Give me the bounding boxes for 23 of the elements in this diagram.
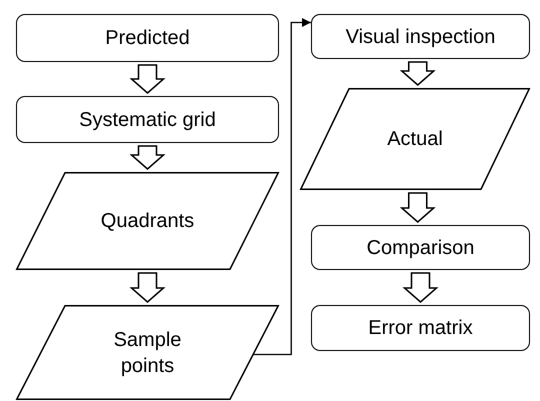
block-arrow: [130, 145, 166, 170]
node-label: Quadrants: [100, 209, 196, 234]
data-parallelogram: [16, 305, 279, 400]
node-label: Visual inspection: [346, 24, 496, 50]
process-box: [311, 14, 530, 59]
node-label: Error matrix: [368, 316, 473, 341]
block-arrow: [130, 272, 166, 303]
node-label: Comparison: [366, 236, 474, 260]
process-box: [16, 14, 279, 62]
data-parallelogram: [16, 172, 279, 270]
process-box: [311, 225, 530, 270]
node-label: Systematic grid: [79, 108, 216, 132]
node-label: Actual: [386, 127, 444, 152]
block-arrow: [402, 272, 438, 303]
data-parallelogram: [300, 88, 530, 190]
block-arrow: [400, 61, 436, 86]
block-arrow: [130, 64, 166, 94]
process-box: [311, 305, 530, 351]
node-label: Sample points: [112, 328, 182, 378]
block-arrow: [400, 192, 436, 223]
connector-arrow: [253, 18, 311, 356]
node-label: Predicted: [105, 26, 190, 51]
process-box: [16, 96, 279, 143]
